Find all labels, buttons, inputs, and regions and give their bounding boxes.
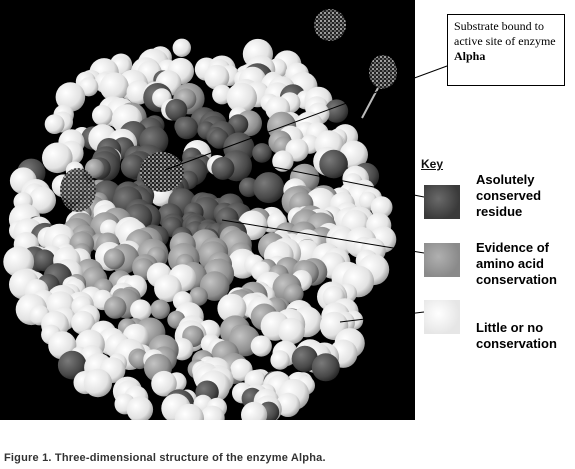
residue-sphere <box>154 274 182 303</box>
figure-caption: Figure 1. Three-dimensional structure of… <box>4 452 326 464</box>
residue-sphere <box>150 299 170 320</box>
residue-sphere <box>276 392 301 417</box>
residue-sphere <box>253 172 285 204</box>
residue-sphere <box>241 401 268 420</box>
key-label-conserved: Asolutely conserved residue <box>476 172 542 219</box>
residue-sphere <box>83 368 113 398</box>
residue-sphere <box>175 116 199 140</box>
residue-sphere <box>104 296 127 319</box>
substrate-molecule <box>140 152 184 192</box>
key-label-none: Little or no conservation <box>476 320 557 351</box>
residue-sphere <box>270 350 290 370</box>
residue-sphere <box>42 142 73 174</box>
residue-sphere <box>283 283 304 304</box>
residue-sphere <box>252 143 272 163</box>
key-label-partial: Evidence of amino acid conservation <box>476 240 557 287</box>
key-swatch-none <box>424 300 460 334</box>
residue-sphere <box>189 287 208 306</box>
residue-sphere <box>238 177 259 198</box>
substrate-callout-box: Substrate bound to active site of enzyme… <box>447 14 565 86</box>
residue-sphere <box>311 353 340 382</box>
residue-sphere <box>217 293 247 323</box>
residue-sphere <box>278 317 305 345</box>
residue-sphere <box>103 248 125 270</box>
residue-sphere <box>71 310 95 335</box>
residue-sphere <box>370 196 393 219</box>
residue-sphere <box>130 299 152 321</box>
residue-sphere <box>250 335 272 357</box>
protein-space-filling-model <box>3 9 397 420</box>
residue-sphere <box>211 156 235 180</box>
residue-sphere <box>291 345 318 372</box>
callout-text: Substrate bound to active site of enzyme <box>454 19 556 48</box>
residue-sphere <box>172 38 191 57</box>
residue-sphere <box>44 114 65 134</box>
substrate-molecule-left <box>60 168 96 212</box>
enzyme-structure-image <box>0 0 415 420</box>
key-title: Key <box>421 157 444 171</box>
residue-sphere <box>200 405 225 420</box>
callout-enzyme-name: Alpha <box>454 49 486 63</box>
key-swatch-partial <box>424 243 460 277</box>
residue-sphere <box>99 72 129 102</box>
residue-sphere <box>151 370 177 397</box>
free-substrate-molecule <box>314 9 346 41</box>
residue-sphere <box>126 396 154 420</box>
residue-sphere <box>57 350 87 380</box>
key-swatch-conserved <box>424 185 460 219</box>
residue-sphere <box>92 104 113 126</box>
free-substrate-molecule-2 <box>369 55 397 89</box>
residue-sphere <box>55 82 86 112</box>
residue-sphere <box>272 150 294 172</box>
residue-sphere <box>174 403 204 420</box>
residue-sphere <box>28 186 56 214</box>
